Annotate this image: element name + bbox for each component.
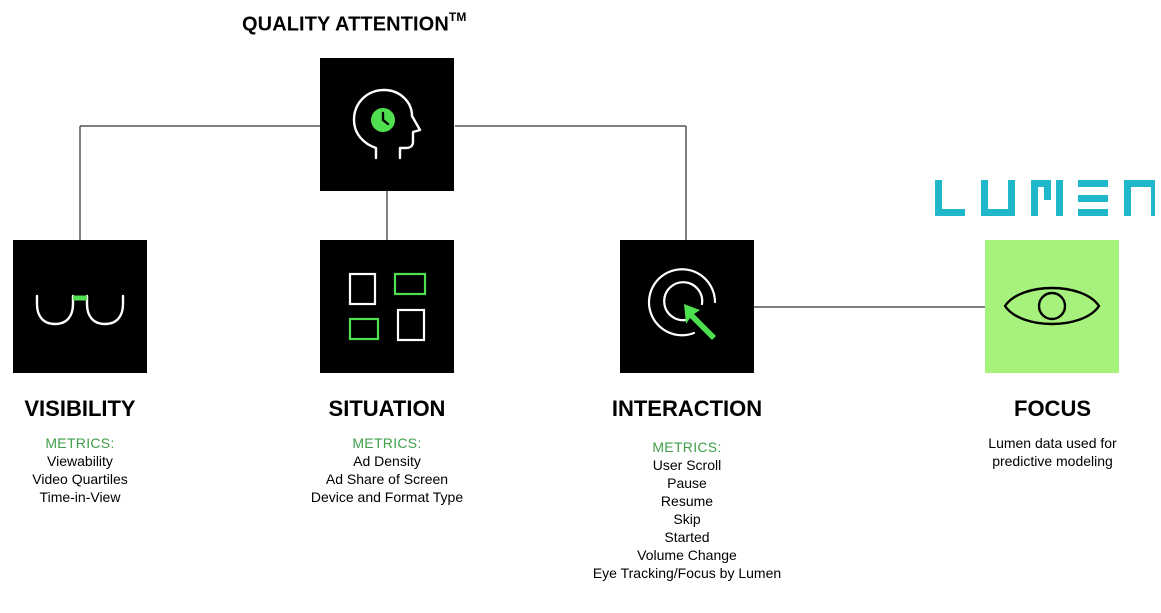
focus-description: Lumen data used for predictive modeling xyxy=(988,435,1117,469)
metric-item: User Scroll xyxy=(652,457,722,473)
metric-item: Ad Share of Screen xyxy=(325,471,449,487)
metric-item: Started xyxy=(664,529,710,545)
focus-tile xyxy=(985,240,1119,373)
metric-item: Volume Change xyxy=(637,547,737,563)
visibility-column: VISIBILITY METRICS: Viewability Video Qu… xyxy=(0,396,160,506)
root-tile xyxy=(320,58,454,191)
metric-item: Resume xyxy=(660,493,714,509)
metric-item: Eye Tracking/Focus by Lumen xyxy=(592,565,782,581)
focus-column: FOCUS Lumen data used for predictive mod… xyxy=(960,396,1145,470)
interaction-column: INTERACTION METRICS: User Scroll Pause R… xyxy=(567,396,807,582)
metric-item: Pause xyxy=(667,475,707,491)
situation-metrics-label: METRICS: xyxy=(352,435,422,451)
eye-icon xyxy=(1003,286,1101,326)
cursor-click-icon xyxy=(647,268,717,340)
metric-item: Time-in-View xyxy=(39,489,121,505)
title-text: QUALITY ATTENTION xyxy=(242,13,449,36)
visibility-title: VISIBILITY xyxy=(24,396,136,421)
situation-tile xyxy=(320,240,454,373)
metric-item: Video Quartiles xyxy=(32,471,128,487)
page-title: QUALITY ATTENTIONTM xyxy=(242,10,542,37)
metric-item: Ad Density xyxy=(353,453,421,469)
metric-item: Viewability xyxy=(47,453,113,469)
metric-item: Skip xyxy=(673,511,701,527)
visibility-metrics-label: METRICS: xyxy=(45,435,115,451)
focus-title: FOCUS xyxy=(1014,396,1091,421)
situation-column: SITUATION METRICS: Ad Density Ad Share o… xyxy=(277,396,497,506)
interaction-title: INTERACTION xyxy=(611,396,763,421)
interaction-metrics-label: METRICS: xyxy=(652,439,722,455)
visibility-tile xyxy=(13,240,147,373)
interaction-tile xyxy=(620,240,754,373)
lumen-logo xyxy=(935,180,1155,216)
glasses-icon xyxy=(35,294,125,326)
head-clock-icon xyxy=(352,88,422,160)
situation-title: SITUATION xyxy=(328,396,446,421)
screen-layout-icon xyxy=(348,272,427,342)
metric-item: Device and Format Type xyxy=(310,489,464,505)
trademark-mark: TM xyxy=(448,10,467,24)
